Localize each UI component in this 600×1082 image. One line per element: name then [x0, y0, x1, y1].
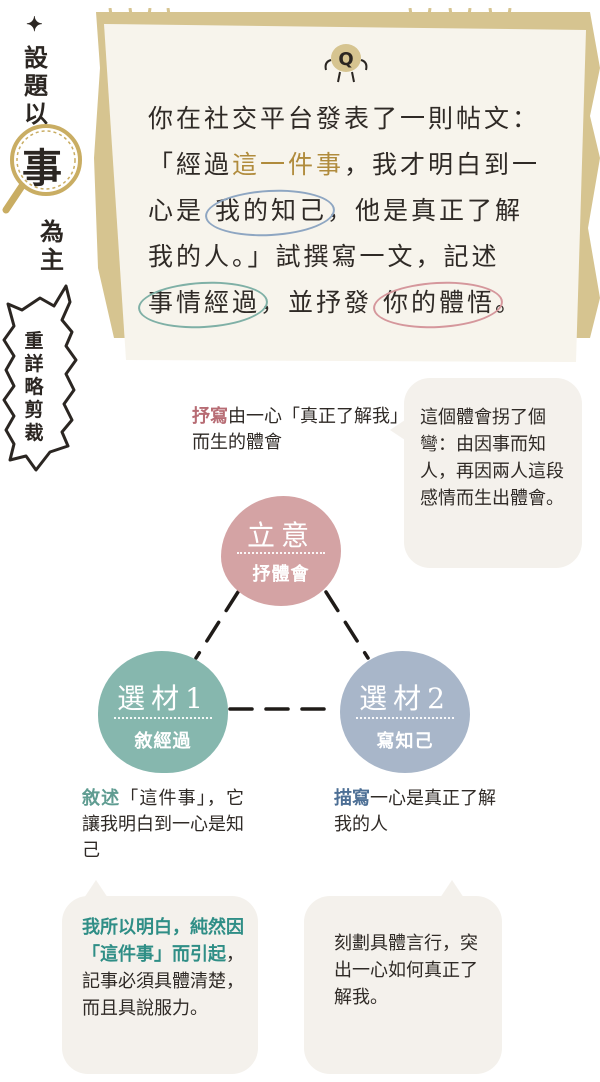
node-subtitle: 抒體會 [252, 564, 310, 585]
note-keyword: 抒寫 [192, 406, 228, 427]
note-text: 一心是真正了解我的人 [334, 788, 496, 835]
question-card [94, 8, 600, 362]
side-title-char: 為 [40, 217, 64, 246]
question-line: 事情經過，並抒發 你的體悟。 [148, 280, 568, 326]
q-character-icon: Q [324, 44, 368, 83]
bubble-char: 重 [24, 330, 44, 352]
diagram-connectors [194, 590, 370, 711]
node-main-idea: 立意 抒體會 [221, 496, 341, 606]
node-title: 選材1 [117, 682, 209, 715]
note-text: 由一心「真正了解我」而生的體會 [192, 406, 399, 453]
speech-box-text: 刻劃具體言行，突出一心如何真正了解我。 [334, 933, 478, 1008]
text-segment: 心是 [148, 196, 215, 225]
speech-box-keyword: 我所以明白，純然因「這件事」而引起 [82, 917, 244, 965]
spiky-bubble [2, 284, 78, 472]
side-title-char: 以 [24, 99, 48, 128]
text-segment: ，並抒發 [260, 288, 383, 317]
speech-box-body: ，記事必須具體清楚，而且具說服力。 [82, 944, 244, 1019]
note-material-2: 描寫一心是真正了解我的人 [334, 786, 504, 838]
speech-box-text: 我所以明白，純然因「這件事」而引起，記事必須具體清楚，而且具說服力。 [82, 914, 246, 1022]
node-title: 選材2 [359, 682, 451, 715]
circled-your-insight: 你的體悟 [383, 280, 495, 326]
side-title-char: 主 [40, 245, 64, 274]
magnifier-icon [2, 124, 82, 214]
note-main-idea: 抒寫由一心「真正了解我」而生的體會 [192, 404, 402, 456]
bubble-char: 裁 [24, 422, 44, 444]
highlight-this-event: 這一件事 [232, 150, 345, 179]
speech-box-event [62, 896, 258, 1074]
node-material-2: 選材2 寫知己 [340, 651, 470, 773]
text-segment: ，他是真正了解 [326, 196, 523, 225]
speech-box-insight [404, 378, 582, 568]
bubble-text: 重 詳 略 剪 裁 [22, 330, 46, 445]
text-segment: ，我才明白到一 [344, 150, 541, 179]
side-title: ✦ 設 題 以 事 為 主 重 詳 略 剪 裁 [0, 0, 96, 480]
question-line: 你在社交平台發表了一則帖文： [148, 104, 541, 133]
speech-tail [390, 418, 408, 442]
speech-tail [84, 880, 108, 898]
circled-event-process: 事情經過 [148, 280, 260, 326]
q-badge: Q [338, 49, 353, 70]
note-keyword: 描寫 [334, 788, 370, 809]
text-segment: 「經過 [148, 150, 233, 179]
node-subtitle: 敘經過 [134, 731, 192, 752]
node-title: 立意 [246, 519, 315, 552]
diamond-icon: ✦ [26, 12, 43, 36]
note-material-1: 敘述「這件事」，它讓我明白到一心是知己 [82, 786, 244, 864]
side-title-big-char: 事 [22, 145, 62, 192]
note-keyword: 敘述 [82, 788, 121, 809]
side-title-char: 設 [24, 43, 48, 72]
speech-tail [440, 880, 464, 898]
question-text: 你在社交平台發表了一則帖文： 「經過這一件事，我才明白到一 心是 我的知己，他是… [148, 96, 568, 326]
question-line: 心是 我的知己，他是真正了解 [148, 188, 568, 234]
question-line: 我的人。」試撰寫一文，記述 [148, 242, 500, 271]
speech-box-portrayal [304, 896, 502, 1074]
node-material-1: 選材1 敘經過 [98, 651, 228, 773]
connector-top-left [194, 590, 240, 660]
circled-my-confidant: 我的知己 [215, 188, 327, 234]
bubble-char: 略 [24, 376, 44, 398]
node-subtitle: 寫知己 [376, 731, 434, 752]
question-line: 「經過這一件事，我才明白到一 [148, 142, 568, 188]
dotted-divider [237, 552, 325, 554]
side-title-char: 題 [24, 71, 48, 100]
dotted-divider [114, 717, 212, 719]
bubble-char: 詳 [24, 353, 44, 375]
connector-top-right [324, 590, 370, 660]
note-text: 「這件事」，它讓我明白到一心是知己 [82, 788, 244, 861]
speech-box-text: 這個體會拐了個彎：由因事而知人，再因兩人這段感情而生出體會。 [420, 407, 564, 509]
bubble-char: 剪 [24, 399, 44, 421]
dotted-divider [356, 717, 454, 719]
